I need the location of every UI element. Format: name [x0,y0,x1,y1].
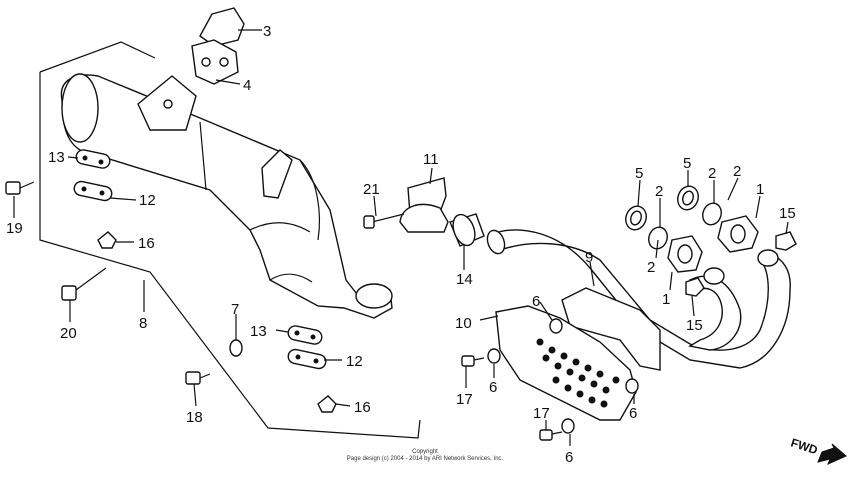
callout-13: 13 [250,323,267,340]
gaskets-left [73,149,113,202]
bracket-3-4 [191,7,245,85]
callout-2: 2 [655,183,663,200]
callout-14: 14 [456,271,473,288]
callout-6: 6 [565,449,573,466]
leader-lines [13,29,789,446]
callout-2: 2 [647,259,655,276]
clamp-11 [363,177,449,233]
callout-13: 13 [48,149,65,166]
callout-12: 12 [139,192,156,209]
callout-2: 2 [708,165,716,182]
bolt-19 [5,181,35,195]
callout-6: 6 [532,293,540,310]
callout-9: 9 [585,249,593,266]
callout-3: 3 [263,23,271,40]
callout-10: 10 [455,315,472,332]
muffler-group-outline [39,41,421,439]
bolt-20 [61,267,107,301]
callout-4: 4 [243,77,251,94]
callout-17: 17 [533,405,550,422]
washer-6-a [487,348,501,364]
callout-8: 8 [139,315,147,332]
collar-14 [449,213,485,247]
heat-shield-10 [495,305,637,421]
fwd-arrow-icon [817,443,847,465]
callout-1: 1 [662,291,670,308]
exhaust-pipe-9 [486,229,791,371]
washer-6-b [549,318,563,334]
copyright-line-2: Page design (c) 2004 - 2014 by ARI Netwo… [346,456,504,462]
exhaust-gaskets [625,185,797,297]
muffler [60,73,393,319]
bolt-17-lower [539,429,563,441]
callout-19: 19 [6,220,23,237]
callout-12: 12 [346,353,363,370]
washer-7 [229,339,243,357]
callout-6: 6 [629,405,637,422]
callout-16: 16 [138,235,155,252]
callout-5: 5 [683,155,691,172]
callout-21: 21 [363,181,380,198]
callout-1: 1 [756,181,764,198]
callout-20: 20 [60,325,77,342]
washer-6-c [625,378,639,394]
callout-7: 7 [231,301,239,318]
washer-6-d [561,418,575,434]
callout-17: 17 [456,391,473,408]
gaskets-right [287,325,327,370]
callout-16: 16 [354,399,371,416]
nut-16-upper [97,231,117,249]
callout-5: 5 [635,165,643,182]
callout-15: 15 [779,205,796,222]
callout-11: 11 [423,151,439,168]
callout-labels: 3 4 13 12 21 11 5 5 2 2 2 1 15 19 16 14 … [6,23,796,466]
callout-2: 2 [733,163,741,180]
callout-18: 18 [186,409,203,426]
callout-6: 6 [489,379,497,396]
nut-16-lower [317,395,337,413]
copyright-line-1: Copyright [412,449,438,455]
bolt-17-upper [461,355,485,367]
callout-15: 15 [686,317,703,334]
bolt-18 [185,371,211,385]
